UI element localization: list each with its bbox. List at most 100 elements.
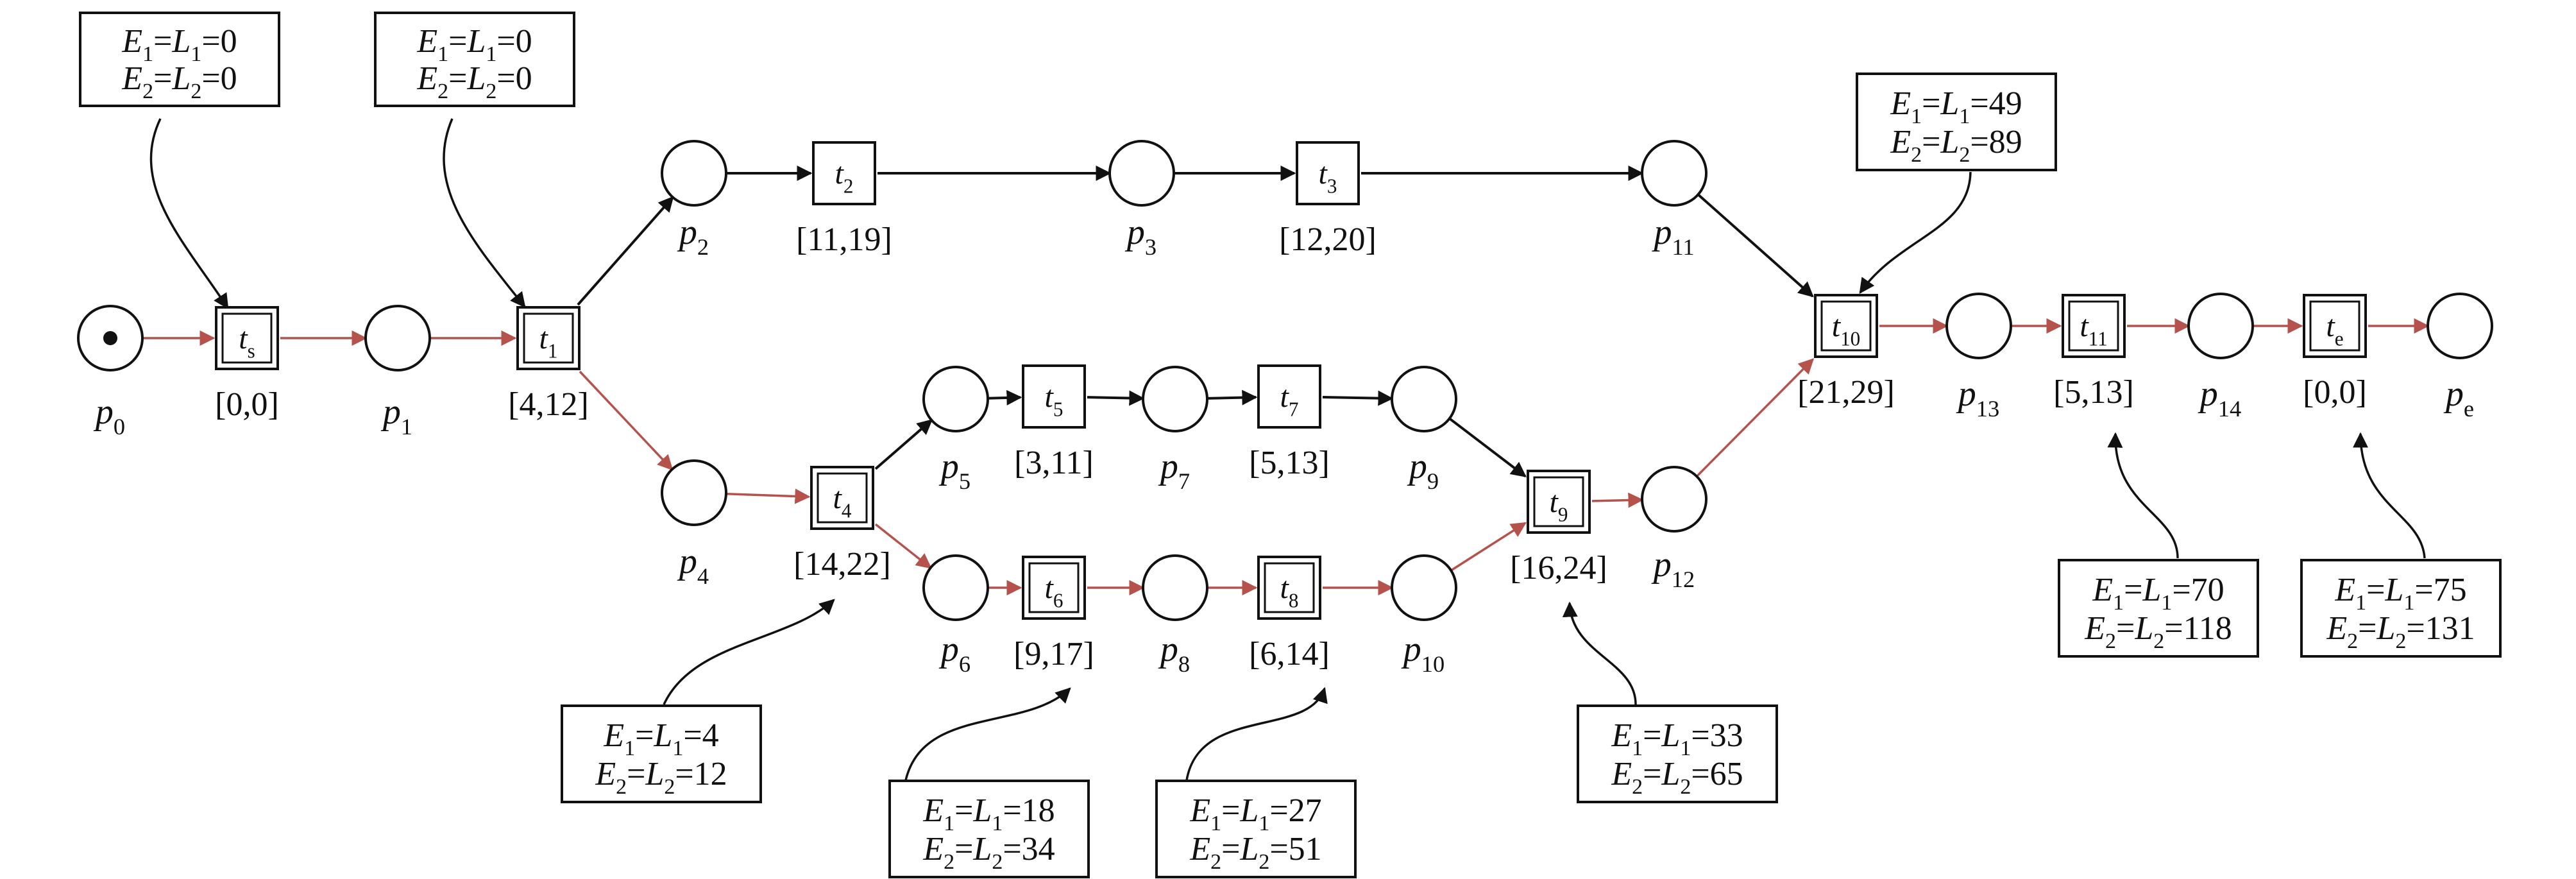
transition-t5: t5[3,11] — [1014, 364, 1094, 481]
earliest-latest-2: E2=L2=65 — [1611, 756, 1743, 799]
place-p7: p7 — [1142, 366, 1208, 494]
place-label: p13 — [1956, 374, 1999, 422]
earliest-latest-2: E2=L2=12 — [595, 756, 727, 799]
arc-p9-t9 — [1448, 417, 1527, 477]
arc-p4-t4 — [725, 488, 811, 504]
transition-label: t4 — [833, 481, 852, 522]
transition-label: t3 — [1319, 157, 1337, 197]
place-p13: p13 — [1945, 293, 2012, 422]
place-label: p12 — [1651, 545, 1695, 592]
arc-p11-t10 — [1697, 193, 1814, 298]
transition-t9: t9 [16,24] — [1510, 470, 1607, 586]
leader-ts — [149, 118, 229, 310]
place-circle — [1142, 554, 1208, 621]
place-label: p9 — [1407, 447, 1439, 494]
time-interval: [0,0] — [2303, 374, 2367, 411]
earliest-latest-2: E2=L2=0 — [416, 60, 532, 103]
token-dot — [103, 331, 117, 345]
earliest-latest-2: E2=L2=51 — [1189, 831, 1321, 874]
earliest-latest-2: E2=L2=0 — [121, 60, 237, 103]
transition-label: te — [2326, 309, 2343, 350]
leader-t4 — [663, 599, 835, 705]
transition-inner-box — [1028, 562, 1080, 613]
time-interval: [11,19] — [796, 221, 892, 258]
arc-t4-p5 — [874, 419, 933, 470]
place-pe: pe — [2427, 293, 2493, 422]
transition-ts: ts[0,0] — [215, 306, 279, 423]
transition-t10: t10[21,29] — [1797, 294, 1895, 411]
arc-t5-p7 — [1087, 390, 1145, 406]
earliest-latest-1: E1=L1=49 — [1890, 85, 2022, 128]
annotation-box — [888, 780, 1090, 878]
arc-t4-p6 — [874, 523, 932, 569]
arc-t1-p4 — [579, 370, 674, 471]
place-circle — [661, 140, 727, 207]
earliest-latest-1: E1=L1=18 — [922, 792, 1055, 835]
transition-t11: t11[5,13] — [2053, 294, 2134, 411]
place-label: p8 — [1158, 629, 1190, 677]
time-interval: [14,22] — [793, 546, 891, 583]
annotations-layer: E1=L1=0E2=L2=0E1=L1=0E2=L2=0E1=L1=49E2=L… — [79, 12, 2502, 878]
transition-box — [810, 466, 874, 530]
leader-t10 — [1859, 171, 1972, 294]
transition-label: t1 — [539, 321, 558, 362]
time-interval: [3,11] — [1014, 445, 1094, 481]
place-circle — [1391, 366, 1457, 432]
time-interval: [5,13] — [1249, 445, 1330, 481]
leader-t11 — [2107, 432, 2179, 559]
earliest-latest-1: E1=L1=0 — [121, 23, 237, 66]
transition-label: t2 — [835, 157, 854, 197]
transition-box — [516, 306, 580, 370]
place-p3: p3 — [1108, 140, 1175, 260]
transition-label: t11 — [2080, 309, 2107, 350]
transition-box — [1527, 470, 1591, 534]
earliest-latest-1: E1=L1=0 — [416, 23, 532, 66]
transition-label: t9 — [1550, 485, 1568, 525]
earliest-latest-2: E2=L2=34 — [922, 831, 1055, 874]
place-p14: p14 — [2187, 293, 2254, 422]
place-label: p0 — [93, 392, 125, 440]
place-label: p3 — [1124, 212, 1157, 260]
place-label: p6 — [938, 629, 970, 677]
time-interval: [16,24] — [1510, 550, 1607, 586]
transition-box — [2062, 294, 2126, 358]
transition-box — [1022, 556, 1086, 620]
transition-box — [1257, 364, 1321, 429]
place-circle — [1142, 366, 1208, 432]
place-p9: p9 — [1391, 366, 1457, 494]
transition-box — [215, 306, 279, 370]
transition-t7: t7 [5,13] — [1249, 364, 1330, 481]
arc-p10-t9 — [1450, 522, 1527, 572]
annotation-box — [1577, 704, 1778, 803]
transitions-layer: ts[0,0]t1[4,12]t2[11,19]t3[12,20]t4[14,2… — [215, 141, 2367, 672]
time-interval: [0,0] — [215, 386, 279, 423]
place-circle — [1108, 140, 1175, 207]
transition-inner-box — [1820, 300, 1872, 352]
arc-p12-t10 — [1695, 358, 1815, 477]
place-circle — [922, 554, 989, 621]
transition-label: t6 — [1045, 571, 1063, 611]
leader-t9 — [1562, 601, 1637, 705]
place-label: p11 — [1651, 212, 1694, 260]
time-interval: [12,20] — [1279, 221, 1377, 258]
annotation-box — [374, 12, 575, 107]
transition-label: t7 — [1280, 380, 1299, 420]
arc-p7-t7 — [1207, 389, 1258, 405]
transition-te: te [0,0] — [2303, 294, 2367, 411]
place-label: p4 — [677, 542, 709, 589]
annotation-box — [2300, 559, 2502, 658]
transition-box — [1814, 294, 1878, 358]
transition-box — [1022, 364, 1086, 429]
transition-inner-box — [523, 312, 574, 364]
transition-inner-box — [817, 472, 868, 524]
earliest-latest-2: E2=L2=118 — [2084, 610, 2232, 653]
earliest-latest-2: E2=L2=131 — [2326, 610, 2475, 653]
time-interval: [21,29] — [1797, 374, 1895, 411]
place-circle — [1945, 293, 2012, 359]
